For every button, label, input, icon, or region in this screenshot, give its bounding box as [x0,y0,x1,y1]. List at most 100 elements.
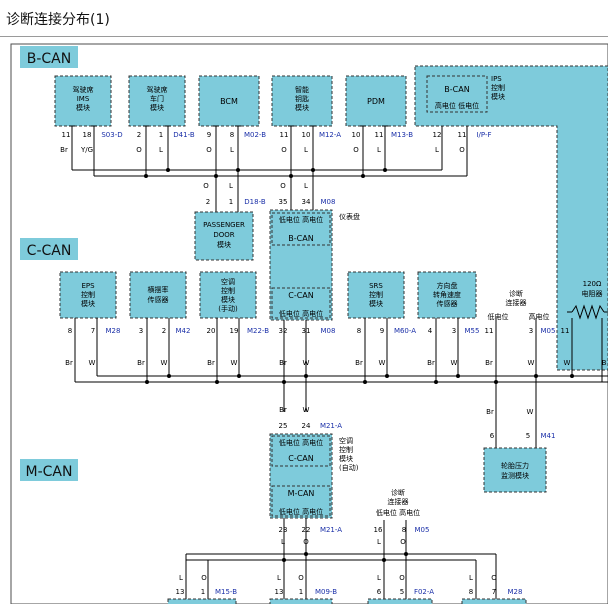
svg-text:11: 11 [458,131,467,139]
svg-text:横摆率: 横摆率 [148,285,169,294]
svg-text:低电位 高电位: 低电位 高电位 [279,438,323,447]
svg-text:诊断: 诊断 [509,289,523,298]
svg-text:钥匙: 钥匙 [295,94,309,103]
svg-text:3: 3 [529,327,533,335]
ips-control-module: B-CAN 高电位 低电位 IPS 控制 模块 12 11 I/P-F L O [414,65,608,371]
ccan-stub-wires [74,318,608,448]
svg-text:模块: 模块 [221,295,235,304]
svg-text:O: O [136,146,142,154]
svg-text:空调: 空调 [221,277,235,286]
svg-text:O: O [280,182,286,190]
tpms-module: Br W 6 5 M41 轮胎压力 监测模块 [483,408,555,493]
svg-text:M21-A: M21-A [320,526,342,534]
svg-text:M12-A: M12-A [319,131,341,139]
svg-text:O: O [459,146,465,154]
svg-text:M-CAN: M-CAN [288,489,315,498]
svg-text:18: 18 [83,131,92,139]
svg-text:13: 13 [176,588,185,596]
ips-inner-bcan-box [426,75,488,113]
svg-text:M21-A: M21-A [320,422,342,430]
bcan-bus-label-text: B-CAN [27,51,71,67]
ccan-module-aircon-manual: 空调 控制 模块 (手动) 20 19 M22-B Br W [199,271,269,367]
svg-text:DOOR: DOOR [213,231,234,239]
svg-text:L: L [159,146,163,154]
svg-text:O: O [206,146,212,154]
svg-text:传感器: 传感器 [437,299,458,308]
svg-text:16: 16 [374,526,383,534]
svg-text:传感器: 传感器 [148,295,169,304]
svg-text:Br: Br [355,359,363,367]
svg-text:M08: M08 [321,198,336,206]
svg-text:W: W [451,359,458,367]
svg-text:控制: 控制 [369,290,383,299]
svg-text:W: W [303,406,310,414]
svg-text:IMS: IMS [77,95,90,103]
svg-text:控制: 控制 [81,290,95,299]
svg-text:L: L [229,182,233,190]
svg-text:M15-B: M15-B [215,588,237,596]
svg-text:M22-B: M22-B [247,327,269,335]
svg-text:模块: 模块 [150,103,164,112]
svg-text:8: 8 [357,327,361,335]
svg-text:5: 5 [526,432,530,440]
svg-text:19: 19 [230,327,239,335]
svg-text:1: 1 [159,131,163,139]
instrument-cluster-module: O L 35 34 M08 仪表盘 低电位 高电位 B-CAN C-CAN 低电… [269,182,360,367]
svg-text:模块: 模块 [217,240,231,249]
mcan-bottom-connector-m09b: L O 13 1 M09-B [269,574,337,604]
svg-text:4: 4 [428,327,433,335]
ccan-bus-label [20,238,78,260]
ccan-module-srs: SRS 控制 模块 8 9 M60-A Br W [347,271,416,367]
svg-text:6: 6 [377,588,382,596]
svg-text:模块: 模块 [81,299,95,308]
svg-text:驾驶席: 驾驶席 [73,85,94,94]
svg-text:SRS: SRS [369,282,383,290]
page-title: 诊断连接分布(1) [6,12,110,28]
mcan-bottom-connector-f02a: L O 6 5 F02-A [367,574,434,604]
mcan-bottom-connector-m15b: L O 13 1 M15-B [167,574,237,604]
svg-text:L: L [304,146,308,154]
svg-text:模块: 模块 [491,92,505,101]
svg-text:M60-A: M60-A [394,327,416,335]
svg-text:O: O [399,574,405,582]
svg-text:B: B [602,359,607,367]
svg-text:L: L [277,574,281,582]
mcan-bus-label [20,459,78,481]
svg-text:Br: Br [137,359,145,367]
svg-text:24: 24 [302,422,311,430]
can-wiring-diagram: B-CAN C-CAN M-CAN 驾驶席 IMS 模块 11 18 S03-D… [10,43,608,604]
passenger-door-module: O L 2 1 D18-B PASSENGER DOOR 模块 [194,182,266,261]
svg-text:O: O [203,182,209,190]
svg-text:仪表盘: 仪表盘 [339,212,360,221]
svg-text:模块: 模块 [76,103,90,112]
svg-text:(手动): (手动) [218,304,238,313]
svg-text:11: 11 [485,327,494,335]
svg-text:B-CAN: B-CAN [288,234,313,243]
svg-text:23: 23 [279,526,288,534]
bcan-module-bcm: BCM 9 8 M02-B O L [198,75,266,154]
svg-text:34: 34 [302,198,311,206]
svg-text:20: 20 [207,327,216,335]
svg-text:M08: M08 [321,327,336,335]
svg-text:1: 1 [299,588,303,596]
svg-text:9: 9 [380,327,384,335]
svg-text:电阻器: 电阻器 [582,289,603,298]
title-bar: 诊断连接分布(1) [0,0,608,37]
svg-text:6: 6 [490,432,495,440]
svg-text:轮胎压力: 轮胎压力 [501,461,529,470]
svg-text:M42: M42 [176,327,191,335]
svg-text:M05: M05 [541,327,556,335]
svg-text:M02-B: M02-B [244,131,266,139]
svg-text:2: 2 [137,131,141,139]
svg-text:3: 3 [139,327,143,335]
svg-text:IPS: IPS [491,75,502,83]
svg-text:8: 8 [469,588,473,596]
svg-text:Br: Br [486,408,494,416]
mcan-stub-wires [185,518,497,600]
svg-text:Br: Br [485,359,493,367]
svg-text:11: 11 [280,131,289,139]
svg-text:低电位 高电位: 低电位 高电位 [376,508,420,517]
svg-text:Br: Br [427,359,435,367]
svg-text:O: O [491,574,497,582]
svg-text:模块: 模块 [369,299,383,308]
